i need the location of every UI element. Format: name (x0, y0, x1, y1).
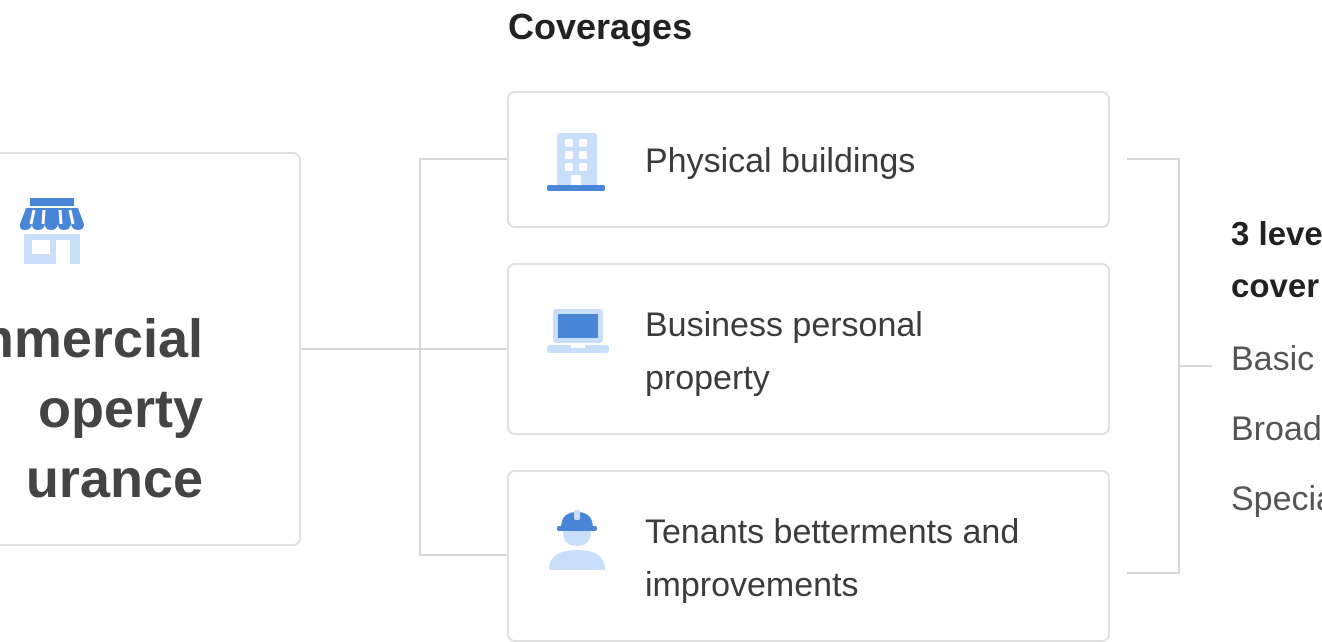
level-item-special: Specia (1231, 480, 1322, 518)
level-item-broad: Broad (1231, 410, 1322, 448)
coverage-label: Business personal property (645, 306, 923, 397)
coverages-heading: Coverages (508, 6, 693, 47)
commercial-property-title: mmercial operty urance (0, 304, 203, 514)
laptop-icon (547, 309, 609, 353)
commercial-property-card: mmercial operty urance (0, 152, 301, 546)
coverage-label: Tenants betterments and improvements (645, 513, 1020, 604)
coverage-card-tenants-betterments: Tenants betterments and improvements (507, 470, 1110, 642)
level-item-basic: Basic (1231, 340, 1315, 378)
storefront-icon (19, 198, 84, 264)
title-line-3: urance (25, 449, 203, 509)
coverage-card-physical-buildings: Physical buildings (507, 91, 1110, 228)
title-line-1: mmercial (0, 309, 203, 369)
title-line-2: operty (37, 379, 203, 439)
coverage-levels-heading: 3 leve cover (1231, 215, 1322, 304)
building-icon (547, 133, 605, 191)
coverage-card-business-personal-property: Business personal property (507, 263, 1110, 435)
worker-icon (549, 510, 605, 570)
coverage-label: Physical buildings (645, 142, 916, 180)
